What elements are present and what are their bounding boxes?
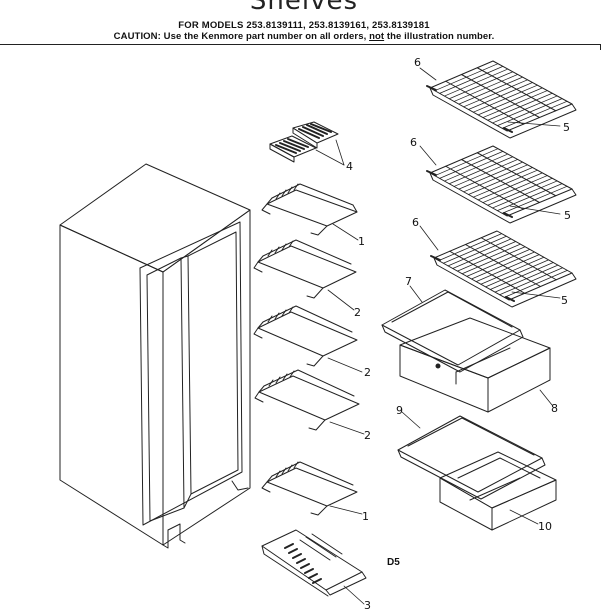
caution-suffix: the illustration number. (384, 31, 495, 42)
wire-crossbar (465, 244, 541, 287)
part-2-door-shelf-a (253, 239, 357, 299)
callout-6-middle: 6 (410, 136, 417, 149)
callout-5-lower: 5 (561, 294, 568, 307)
caution-line: CAUTION: Use the Kenmore part number on … (0, 31, 608, 42)
part-7-drawer-cover (381, 289, 524, 373)
models-line: FOR MODELS 253.8139111, 253.8139161, 253… (178, 20, 430, 31)
page-title: Shelves (249, 0, 359, 16)
part-4-small-trays (269, 121, 339, 163)
wire-shelf-middle (426, 145, 577, 224)
refrigerator-cabinet (59, 163, 251, 549)
header-rule-tick (600, 44, 601, 50)
part-2-door-shelf-c (254, 369, 360, 431)
callout-4: 4 (346, 160, 353, 173)
part-10-crisper-drawer (439, 451, 557, 531)
part-8-crisper-drawer (399, 317, 551, 413)
wire-crossbar (445, 80, 524, 125)
callout-7: 7 (405, 275, 412, 288)
wire-shelf-top (426, 60, 577, 139)
wire-crossbar (461, 74, 540, 118)
wire-crossbar (445, 165, 524, 210)
part-2-door-shelf-b (253, 305, 358, 367)
part-1-door-shelf-bottom (261, 461, 358, 516)
wire-crossbar (461, 159, 540, 203)
caution-prefix: CAUTION: Use the Kenmore part number on … (113, 31, 370, 42)
callout-10: 10 (538, 520, 552, 533)
callout-5-middle: 5 (564, 209, 571, 222)
wire-crossbar (480, 237, 557, 281)
callout-numbers: 6 5 4 6 5 1 6 5 7 2 8 2 9 2 1 10 3 (346, 56, 571, 611)
leader-lines (315, 67, 561, 605)
wire-crossbar (476, 67, 557, 112)
callout-6-lower: 6 (412, 216, 419, 229)
part-1-door-shelf-top (261, 183, 358, 236)
callout-1-top: 1 (358, 235, 365, 248)
callout-6-top: 6 (414, 56, 421, 69)
wire-shelf-lower (430, 230, 577, 308)
part-3-bottom-tray (261, 529, 367, 597)
callout-1-bottom: 1 (362, 510, 369, 523)
caution-not: not (369, 31, 385, 42)
callout-8: 8 (551, 402, 558, 415)
wire-shelf-grids (434, 63, 568, 298)
callout-3: 3 (364, 599, 371, 611)
diagram-code: D5 (387, 557, 400, 568)
wire-crossbar (476, 152, 557, 197)
callout-2-first: 2 (354, 306, 361, 319)
part-9-drawer-cover (397, 415, 546, 500)
callout-9: 9 (396, 404, 403, 417)
wire-crossbar (449, 250, 526, 294)
callout-2-third: 2 (364, 429, 371, 442)
callout-5-top: 5 (563, 121, 570, 134)
callout-2-second: 2 (364, 366, 371, 379)
header-rule (0, 44, 600, 45)
